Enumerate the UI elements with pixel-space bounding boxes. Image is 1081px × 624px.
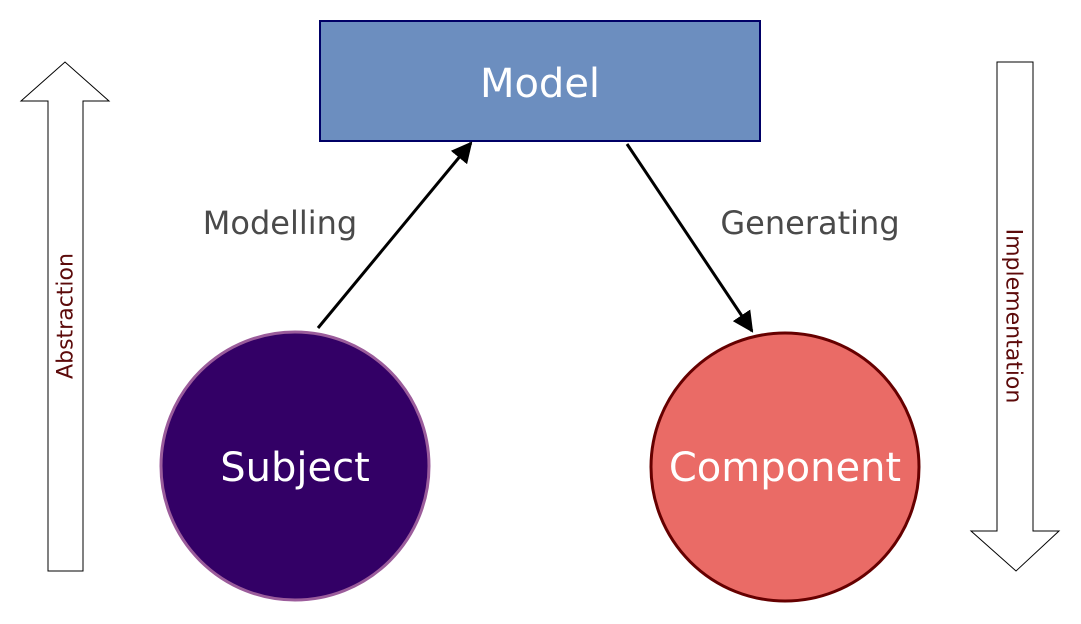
modelling-edge: [316, 141, 473, 329]
subject-label: Subject: [220, 445, 370, 491]
modelling-label: Modelling: [203, 204, 357, 242]
implementation-label: Implementation: [1001, 229, 1026, 404]
abstraction-arrow: Abstraction: [19, 61, 111, 572]
subject-node: Subject: [159, 330, 431, 602]
subject-circle: [159, 330, 431, 602]
abstraction-arrow-shape: [19, 61, 111, 572]
generating-edge: [625, 143, 754, 333]
component-label: Component: [669, 445, 901, 491]
component-node: Component: [649, 331, 921, 603]
implementation-arrow: Implementation: [969, 61, 1061, 572]
model-label: Model: [480, 61, 600, 107]
implementation-arrow-shape: [969, 61, 1061, 572]
abstraction-label: Abstraction: [54, 253, 79, 379]
model-node: Model: [319, 20, 761, 142]
component-circle: [649, 331, 921, 603]
generating-label: Generating: [720, 204, 899, 242]
model-box: [319, 20, 761, 142]
